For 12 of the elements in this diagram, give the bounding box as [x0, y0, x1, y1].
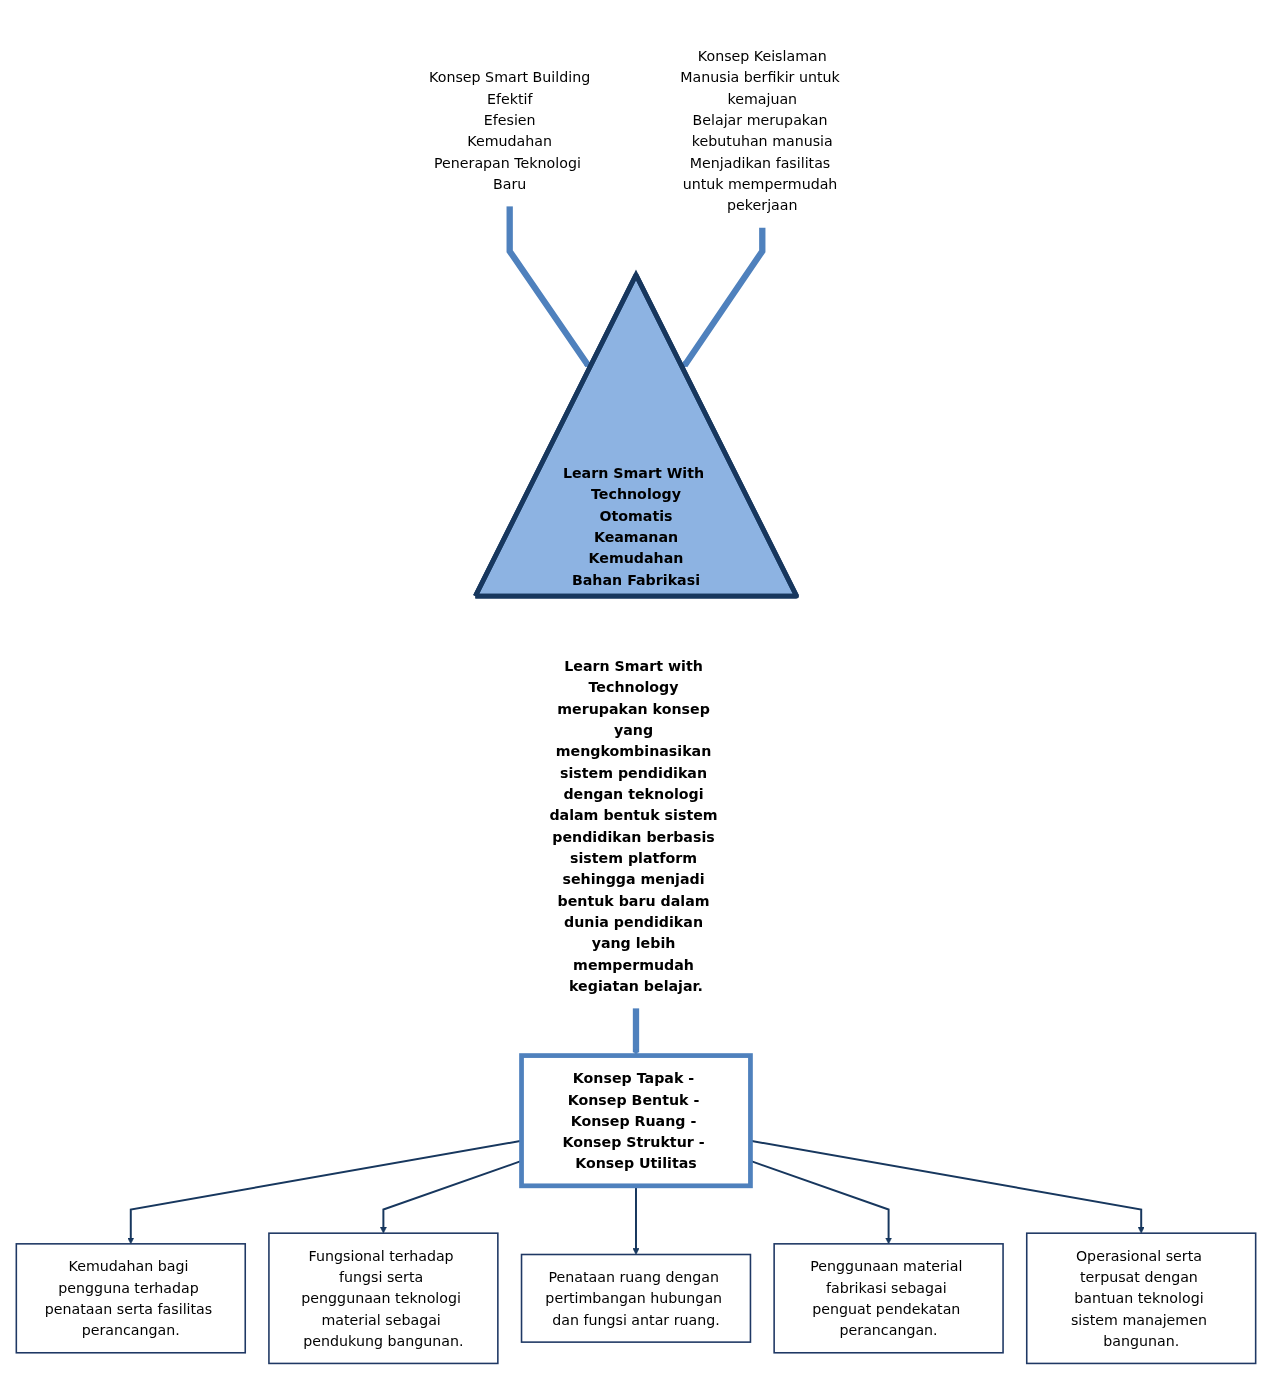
node-box: Penataan ruang dengan pertimbangan hubungan dan fungsi antar ruang. — [520, 1253, 752, 1344]
node-box: Konsep Tapak - Konsep Bentuk - Konsep Ruang - Konsep Struktur - Konsep Utilitas — [519, 1053, 753, 1189]
node-box: Kemudahan bagi pengguna terhadap penataan serta fasilitas perancangan. — [15, 1243, 247, 1354]
node-text: Konsep Keislaman Manusia berfikir untuk kemajuan Belajar merupakan kebutuhan manusia Menjadikan fasilitas untuk mempermudah pekerjaan — [680, 47, 840, 214]
arrow — [682, 227, 766, 369]
node-box: Operasional serta terpusat dengan bantuan teknologi sistem manajemen bangunan. — [1025, 1232, 1257, 1365]
node-box: Penggunaan material fabrikasi sebagai penguat pendekatan perancangan. — [773, 1243, 1004, 1354]
node-text: Learn Smart with Technology merupakan konsep yang mengkombinasikan sistem pendidikan dengan teknologi dalam bentuk sistem pendidikan berbasis sistem platform sehingga menjadi bentuk baru dalam dunia pendidikan yang lebih mempermudah kegiatan belajar. — [549, 657, 718, 995]
arrow — [506, 206, 591, 369]
node-text: Konsep Smart Building Efektif Efesien Kemudahan Penerapan Teknologi Baru — [429, 68, 591, 193]
node-box: Fungsional terhadap fungsi serta penggunaan teknologi material sebagai pendukung bangunan. — [268, 1232, 499, 1365]
arrow — [632, 1008, 640, 1056]
